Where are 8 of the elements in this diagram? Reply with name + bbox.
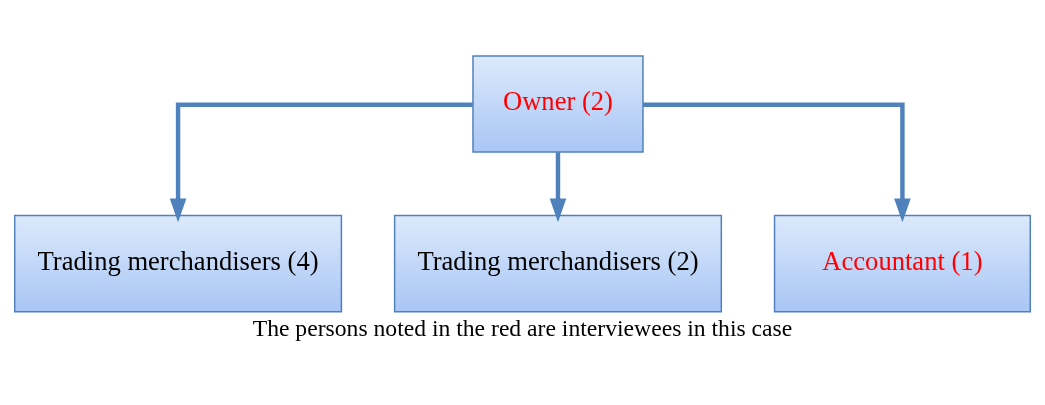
node-box: Trading merchandisers (2)	[393, 214, 723, 312]
node-box: Owner (2)	[472, 54, 644, 153]
caption: The persons noted in the red are interviewees in this case	[252, 314, 793, 341]
arrow	[549, 151, 567, 222]
node-box: Accountant (1)	[773, 214, 1031, 312]
arrow	[169, 102, 473, 222]
arrow	[643, 102, 911, 222]
node-box: Trading merchandisers (4)	[14, 214, 343, 312]
